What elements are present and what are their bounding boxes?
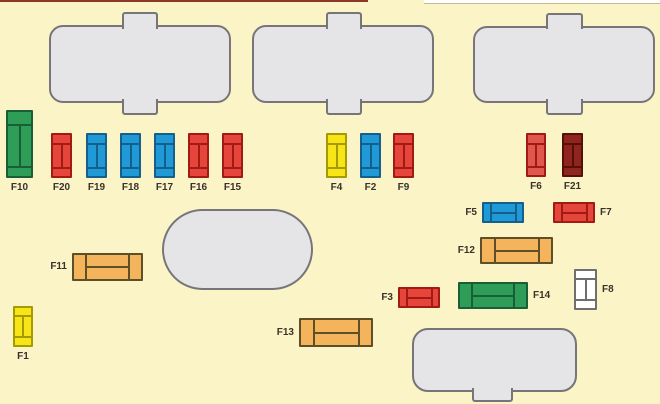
fuse-element-line [61,143,63,169]
fuse-f1-label: F1 [17,351,29,362]
fuse-element-line [19,124,21,168]
top-edge-line-right [424,3,660,4]
fuse-f7-label: F7 [600,206,612,218]
fuse-f11 [72,253,143,281]
fuse-f12-label: F12 [457,244,475,256]
fuse-element-line [198,143,200,169]
fuse-f8-label: F8 [602,283,614,295]
fuse-f10 [6,110,33,178]
relay-housing-left-tab [122,12,158,29]
fuse-f19 [86,133,107,178]
fuse-element-line [572,143,574,168]
fuse-f4-label: F4 [330,182,343,193]
fuse-f1 [13,306,33,347]
fuse-f12 [480,237,553,264]
fuse-element-line [585,278,587,301]
fuse-f4 [326,133,347,178]
fuse-f9-label: F9 [397,182,410,193]
fuse-f2-label: F2 [364,182,377,193]
fuse-f6 [526,133,546,177]
fuse-element-line [370,143,372,169]
fuse-element-line [490,212,517,214]
fuse-element-line [336,143,338,169]
fuse-f3-label: F3 [381,291,393,303]
relay-housing-left-tab [122,99,158,115]
connector-oval [162,209,313,290]
relay-housing-middle-tab [326,99,362,115]
fuse-f5-label: F5 [465,206,477,218]
relay-housing-right-tab [546,13,583,29]
fuse-f13-label: F13 [276,326,294,338]
relay-housing-left [49,25,231,103]
fuse-f6-label: F6 [530,181,542,192]
fuse-f11-label: F11 [50,261,67,272]
fuse-f21 [562,133,583,177]
fuse-f15 [222,133,243,178]
fuse-f18-label: F18 [121,182,140,193]
relay-housing-bottom-tab [472,388,513,402]
fuse-f3 [398,287,440,308]
fuse-element-line [561,212,588,214]
fuse-element-line [22,315,24,338]
fuse-element-line [164,143,166,169]
fuse-f9 [393,133,414,178]
fuse-f18 [120,133,141,178]
fuse-f17-label: F17 [155,182,174,193]
fuse-f14 [458,282,528,309]
fuse-element-line [96,143,98,169]
fuse-element-line [313,332,360,334]
fuse-element-line [232,143,234,169]
relay-housing-right-tab [546,99,583,115]
fuse-f19-label: F19 [87,182,106,193]
fuse-f17 [154,133,175,178]
relay-housing-middle [252,25,434,103]
fuse-f21-label: F21 [563,181,582,192]
fuse-element-line [494,250,540,252]
top-edge-strip-right [424,0,660,3]
top-edge-line-left [0,0,368,2]
fuse-f10-label: F10 [10,182,29,193]
relay-housing-middle-tab [326,12,362,29]
fuse-f5 [482,202,524,223]
fuse-f8 [574,269,597,310]
fuse-element-line [130,143,132,169]
fuse-element-line [535,143,537,168]
fuse-f20-label: F20 [52,182,71,193]
fuse-f20 [51,133,72,178]
fuse-f2 [360,133,381,178]
fuse-f7 [553,202,595,223]
fuse-f16-label: F16 [189,182,208,193]
fuse-f13 [299,318,373,347]
fuse-f15-label: F15 [223,182,242,193]
fuse-element-line [406,297,433,299]
fuse-f14-label: F14 [533,289,551,301]
relay-housing-right [473,26,655,103]
relay-housing-bottom [412,328,577,392]
fuse-element-line [85,266,130,268]
fuse-element-line [471,295,515,297]
fuse-f16 [188,133,209,178]
fuse-element-line [403,143,405,169]
